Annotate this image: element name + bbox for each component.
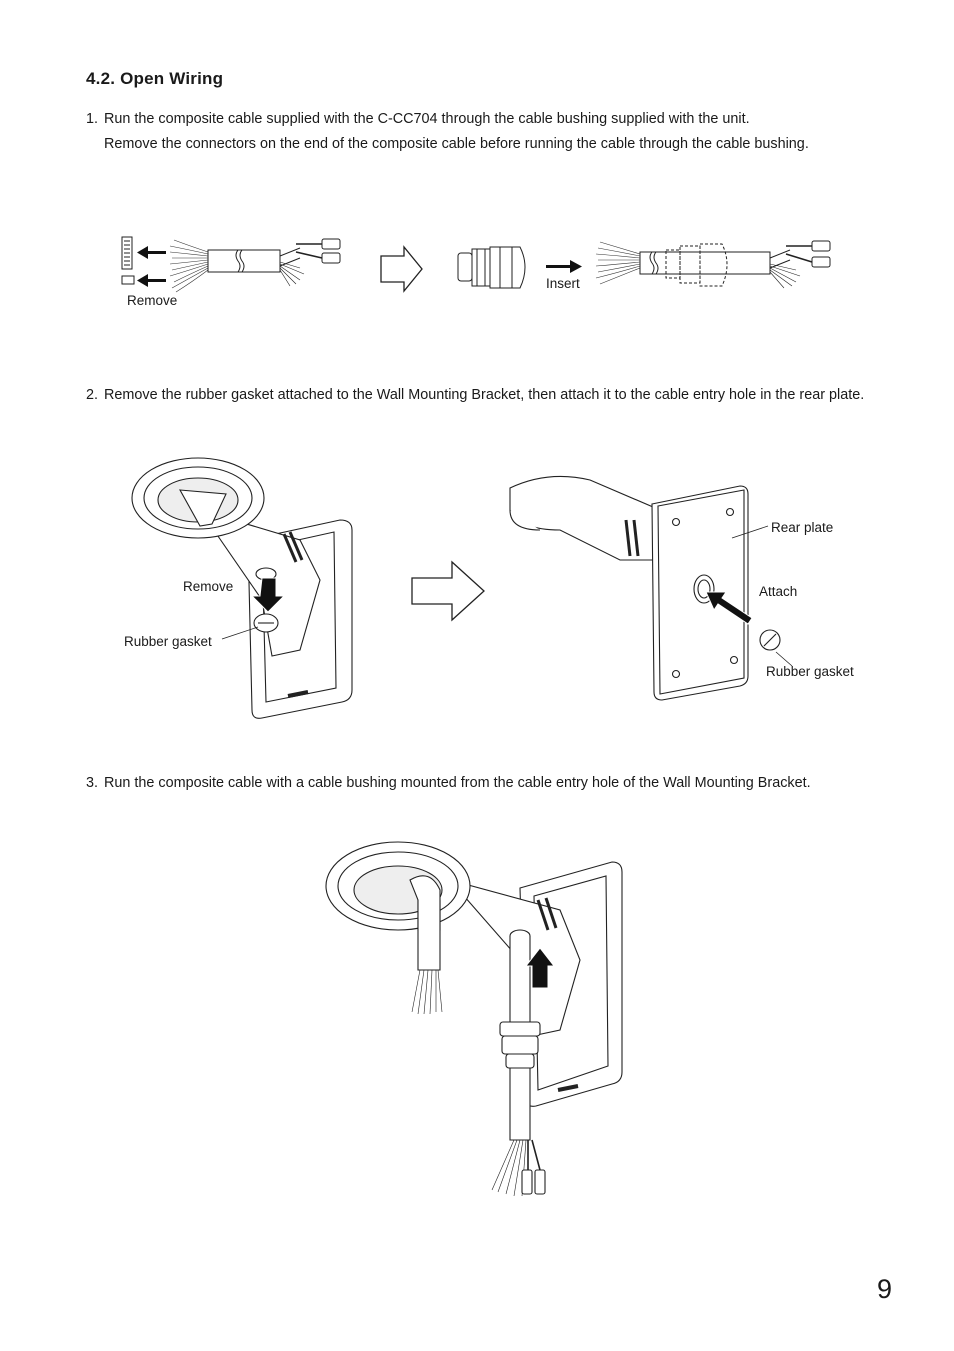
- figure-cable-through-bracket: [325, 841, 623, 1197]
- arrow-down-icon: [250, 577, 286, 613]
- step-note: Remove the connectors on the end of the …: [104, 135, 809, 152]
- page-number: 9: [876, 1274, 892, 1304]
- label-remove: Remove: [127, 293, 178, 308]
- arrow-right-icon: [546, 260, 582, 273]
- cable-bushing-illustration: [499, 1021, 541, 1069]
- label-remove: Remove: [183, 579, 234, 594]
- section-title: 4.2. Open Wiring: [86, 69, 224, 88]
- wires-illustration: [169, 239, 209, 293]
- step-number: 1.: [86, 111, 99, 127]
- label-rear-plate: Rear plate: [771, 520, 834, 535]
- rubber-gasket-right-illustration: [759, 629, 781, 651]
- label-insert: Insert: [546, 276, 580, 291]
- step-number: 3.: [86, 775, 99, 791]
- wall-bracket-left-illustration: [131, 457, 353, 719]
- step-1: 1. Run the composite cable supplied with…: [86, 110, 867, 154]
- arrow-attach-icon: [705, 591, 753, 625]
- figure-bracket-gasket: [131, 457, 793, 719]
- step-number: 2.: [86, 387, 99, 403]
- label-rubber-gasket: Rubber gasket: [766, 664, 854, 679]
- step-arrow-icon: [411, 560, 485, 622]
- label-rubber-gasket: Rubber gasket: [124, 634, 212, 649]
- step-3: 3. Run the composite cable with a cable …: [86, 774, 867, 794]
- arrow-up-icon: [524, 947, 556, 989]
- wall-bracket-right-illustration: [509, 475, 749, 701]
- step-text: Run the composite cable supplied with th…: [104, 111, 750, 127]
- label-attach: Attach: [759, 584, 798, 599]
- bushing-outline-illustration: [665, 243, 728, 287]
- connector-block-illustration: [121, 236, 135, 285]
- step-text: Run the composite cable with a cable bus…: [104, 775, 811, 791]
- step-arrow-icon: [380, 245, 423, 293]
- step-text: Remove the rubber gasket attached to the…: [104, 387, 865, 403]
- arrow-left-icon: [137, 246, 166, 287]
- cable-bushing-illustration: [457, 246, 526, 289]
- step-2: 2. Remove the rubber gasket attached to …: [86, 386, 867, 406]
